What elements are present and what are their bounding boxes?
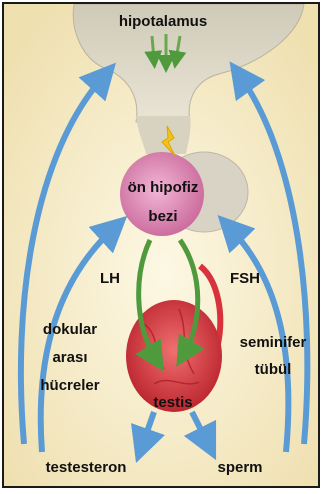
hypothalamus-label: hipotalamus — [113, 12, 213, 32]
testis-label: testis — [138, 393, 208, 413]
seminiferous-label-1: seminifer — [230, 333, 316, 353]
fsh-label: FSH — [220, 269, 270, 289]
sperm-label: sperm — [200, 458, 280, 478]
interstitial-label-3: hücreler — [30, 376, 110, 396]
diagram-frame: hipotalamus ön hipofiz bezi LH FSH dokul… — [2, 2, 320, 488]
diagram-artwork — [4, 4, 320, 488]
lh-label: LH — [90, 269, 130, 289]
anterior-pituitary-label-1: ön hipofiz — [113, 178, 213, 198]
testosterone-label: testesteron — [26, 458, 146, 478]
seminiferous-label-2: tübül — [233, 360, 313, 380]
interstitial-label-2: arası — [30, 348, 110, 368]
interstitial-label-1: dokular — [30, 320, 110, 340]
anterior-pituitary-label-2: bezi — [123, 207, 203, 227]
